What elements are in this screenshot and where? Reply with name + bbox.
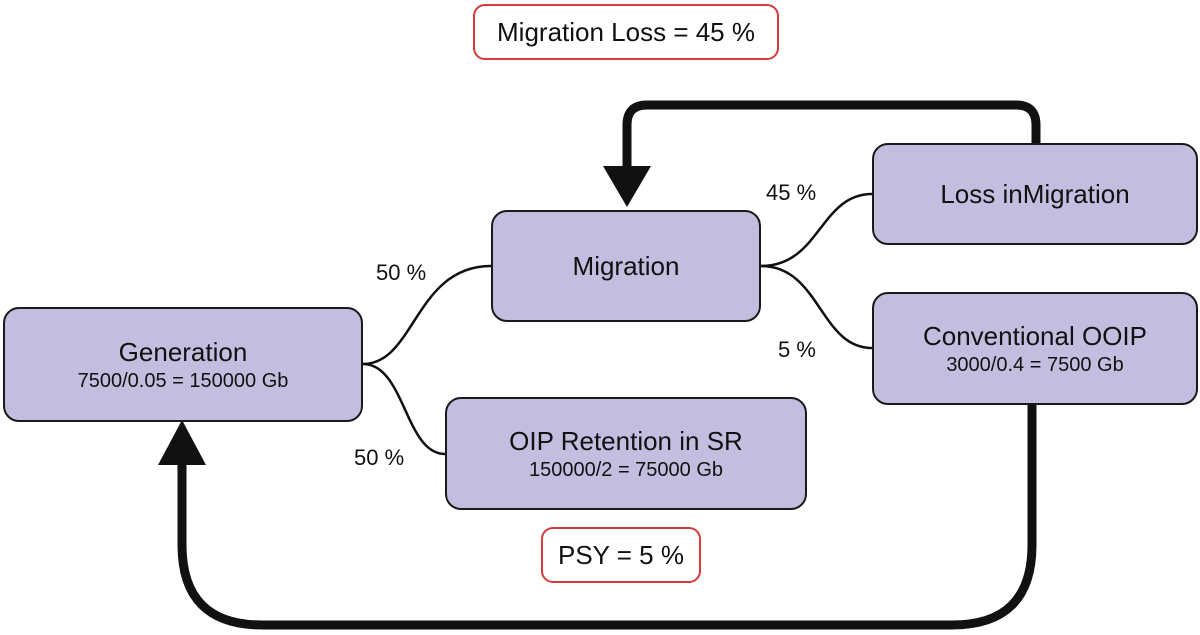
ooip-subtitle: 3000/0.4 = 7500 Gb (946, 353, 1124, 376)
generation-subtitle: 7500/0.05 = 150000 Gb (77, 369, 289, 392)
conventional-ooip-node: Conventional OOIP 3000/0.4 = 7500 Gb (872, 292, 1198, 405)
migration-node: Migration (491, 210, 761, 322)
retention-node: OIP Retention in SR 150000/2 = 75000 Gb (445, 397, 807, 510)
arrowhead-into-generation (158, 420, 206, 465)
loop-arrow-loss-to-migration (622, 100, 1041, 168)
retention-title: OIP Retention in SR (509, 425, 743, 456)
connector-migration-ooip (760, 264, 873, 350)
loop-arrow-ooip-to-generation (177, 405, 1037, 630)
psy-callout: PSY = 5 % (541, 527, 701, 583)
migration-loss-callout: Migration Loss = 45 % (473, 4, 779, 60)
generation-title: Generation (118, 336, 248, 367)
arrowhead-into-migration (603, 166, 651, 207)
migration-title: Migration (572, 251, 680, 281)
pct-to-loss: 45 % (766, 180, 817, 205)
ooip-title: Conventional OOIP (922, 320, 1147, 351)
pct-to-migration: 50 % (376, 260, 427, 285)
connector-generation-retention (362, 362, 446, 456)
retention-subtitle: 150000/2 = 75000 Gb (528, 458, 724, 481)
connector-generation-migration (362, 264, 492, 366)
pct-to-ooip: 5 % (778, 337, 816, 362)
loss-in-migration-node: Loss inMigration (872, 143, 1198, 245)
loss-title: Loss inMigration (940, 179, 1130, 209)
connector-migration-loss (760, 192, 873, 268)
generation-node: Generation 7500/0.05 = 150000 Gb (3, 307, 363, 422)
pct-to-retention: 50 % (354, 445, 405, 470)
